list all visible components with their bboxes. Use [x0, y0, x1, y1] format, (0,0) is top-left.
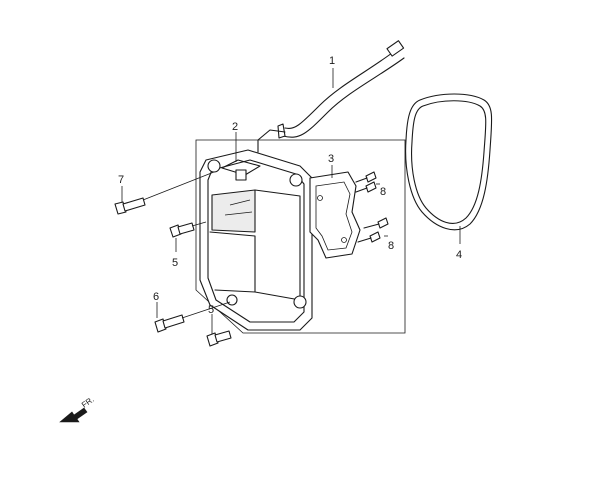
breather-hose	[277, 40, 405, 139]
leader-lines	[121, 68, 461, 334]
bolt-5-upper	[169, 222, 195, 238]
bolt-6	[154, 314, 185, 333]
bolt-7	[114, 197, 146, 215]
assembly-frame	[195, 139, 406, 334]
callout-6: 6	[153, 291, 159, 303]
callout-5-lower: 5	[208, 304, 214, 316]
callout-5-upper: 5	[172, 257, 178, 269]
callout-7: 7	[118, 174, 124, 186]
callout-4: 4	[456, 249, 462, 261]
callout-8-lower: 8	[388, 240, 394, 252]
breather-plate	[309, 171, 361, 259]
callout-1: 1	[329, 55, 335, 67]
callout-3: 3	[328, 153, 334, 165]
front-label: FR.	[80, 395, 96, 410]
arrow-down-left-icon	[59, 407, 88, 423]
cylinder-head-cover	[199, 129, 313, 331]
front-marker: FR.	[59, 395, 96, 423]
head-cover-gasket	[405, 93, 493, 231]
callout-2: 2	[232, 121, 238, 133]
bolt-5-lower	[206, 330, 232, 347]
bolt-8-upper	[355, 171, 377, 193]
bolt-8-lower	[357, 217, 389, 243]
callout-8-upper: 8	[380, 186, 386, 198]
